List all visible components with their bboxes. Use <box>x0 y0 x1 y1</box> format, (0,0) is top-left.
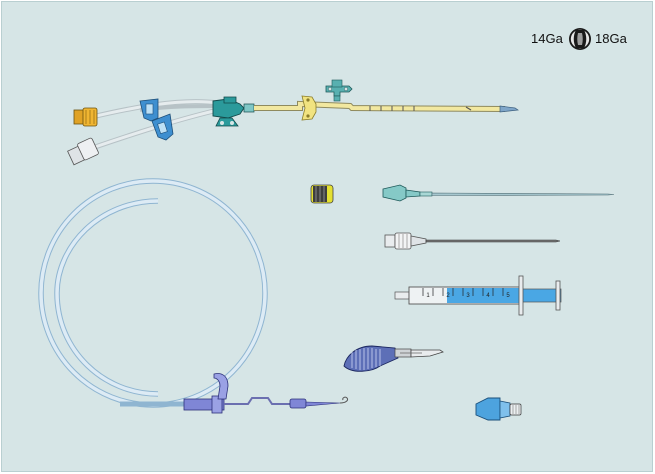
injection-cap-icon <box>310 184 334 204</box>
syringe-scale-2: 2 <box>446 293 450 299</box>
gauge-right-label: 18Ga <box>595 31 627 46</box>
suture-wing-icon <box>325 79 353 102</box>
blue-clamp-2 <box>151 113 174 141</box>
grey-luer-hub <box>67 137 99 166</box>
syringe-icon: 1 2 3 4 5 <box>394 275 562 316</box>
syringe-scale-4: 4 <box>486 293 490 299</box>
blue-clamp-1 <box>139 98 159 122</box>
scalpel-icon <box>343 345 444 372</box>
syringe-scale-3: 3 <box>466 293 470 299</box>
introducer-needle-icon <box>382 184 615 202</box>
orange-luer-hub <box>73 107 98 127</box>
gauge-left-label: 14Ga <box>531 31 563 46</box>
gauge-selector-icon <box>569 28 591 50</box>
connector-adapter-icon <box>475 397 522 421</box>
syringe-scale-1: 1 <box>426 293 430 299</box>
triple-lumen-catheter-icon <box>67 95 519 166</box>
guidewire-coil-icon <box>38 178 349 414</box>
hypodermic-needle-icon <box>384 232 561 250</box>
syringe-scale-5: 5 <box>506 293 510 299</box>
teal-junction-hub <box>212 96 255 127</box>
